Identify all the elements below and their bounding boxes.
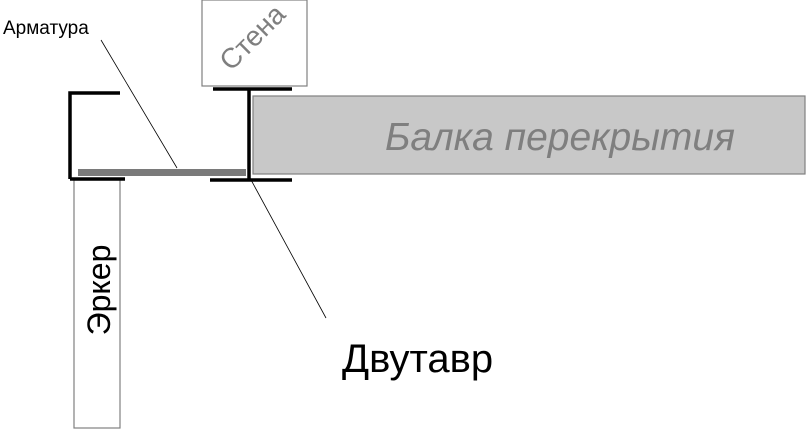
- rebar-label: Арматура: [3, 18, 89, 39]
- floor-beam: [252, 95, 806, 175]
- left-channel-profile: [68, 91, 120, 179]
- bay-window-label: Эркер: [81, 245, 117, 336]
- wall-block: [201, 0, 308, 87]
- i-beam-leader-line: [249, 177, 327, 319]
- rebar-leader-line: [100, 39, 178, 169]
- rebar-bar: [78, 169, 246, 176]
- floor-beam-label: Балка перекрытия: [385, 116, 735, 159]
- i-beam-label: Двутавр: [342, 337, 493, 381]
- bay-window-block: [73, 179, 121, 429]
